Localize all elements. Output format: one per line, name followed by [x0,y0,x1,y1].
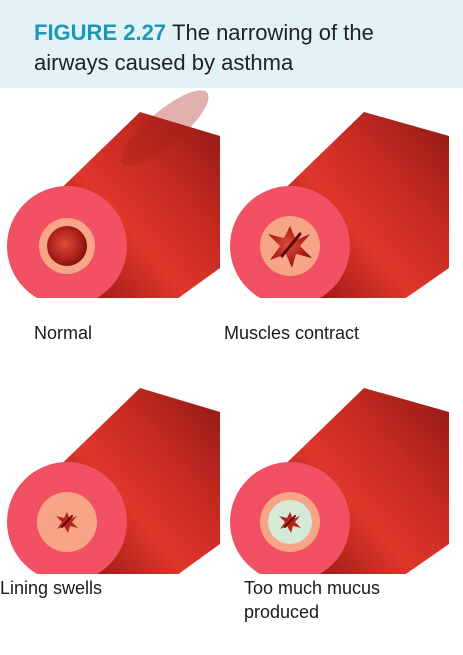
panel-mucus: Too much mucus produced [224,364,455,604]
figure-number: FIGURE 2.27 [34,20,166,45]
mucus-airway-icon [224,364,459,574]
panel-label-normal: Normal [34,321,92,345]
panel-label-lining-swells: Lining swells [0,576,102,600]
panel-lining-swells: Lining swells [0,364,231,604]
normal-airway-icon [0,88,231,298]
panel-normal: Normal [0,88,231,328]
swollen-lining-airway-icon [0,364,231,574]
panel-muscles-contract: Muscles contract [224,88,455,328]
contracted-airway-icon [224,88,459,298]
panel-label-mucus: Too much mucus produced [244,576,414,624]
panel-label-muscles-contract: Muscles contract [224,321,359,345]
